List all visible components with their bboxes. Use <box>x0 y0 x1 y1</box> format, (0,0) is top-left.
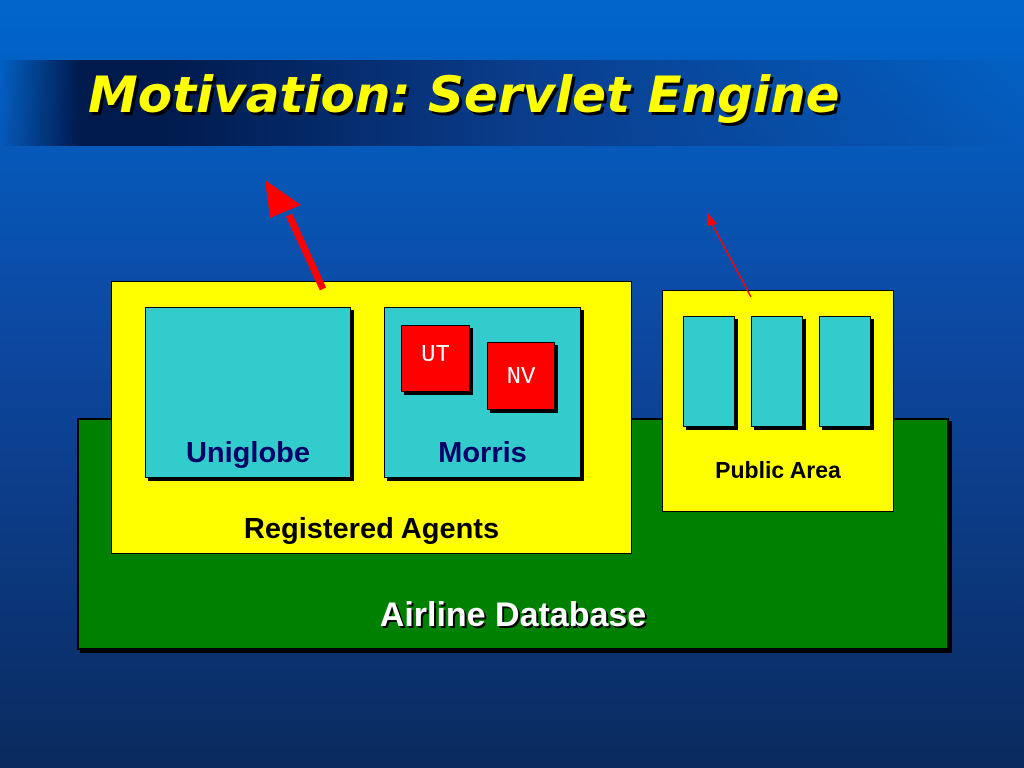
public-area-arrow-head <box>707 212 717 226</box>
registered-agents-label: Registered Agents <box>243 513 500 545</box>
public-area-arrow-shaft <box>710 221 752 298</box>
public-area-label: Public Area <box>715 457 841 483</box>
public-slot-3 <box>819 316 871 427</box>
public-slot-1 <box>683 316 735 427</box>
airline-database-label: Airline Database <box>379 596 647 634</box>
nv-box: NV <box>487 342 555 410</box>
public-slot-2 <box>751 316 803 427</box>
registered-agents-arrow-shaft <box>285 213 327 291</box>
morris-label: Morris <box>438 437 527 469</box>
registered-agents-arrow-head <box>265 180 301 218</box>
title-band <box>0 60 1024 146</box>
slide-title: Motivation: Servlet Engine <box>88 66 840 124</box>
uniglobe-label: Uniglobe <box>185 437 311 469</box>
ut-box: UT <box>401 325 470 392</box>
uniglobe-box <box>145 307 351 478</box>
